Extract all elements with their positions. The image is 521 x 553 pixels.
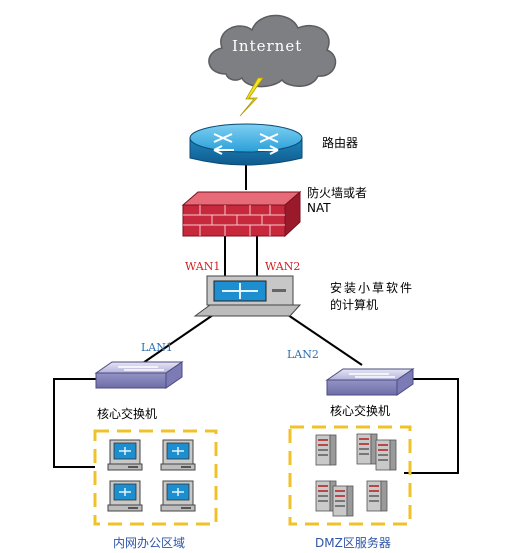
lan1-label: LAN1 bbox=[141, 341, 173, 354]
server-icon bbox=[356, 433, 378, 465]
office-pcs bbox=[107, 439, 196, 512]
computer-label-line1: 安装小草软件 bbox=[330, 281, 415, 295]
office-zone-label: 内网办公区域 bbox=[113, 536, 186, 550]
links bbox=[53, 162, 459, 474]
center-computer-icon bbox=[193, 275, 302, 317]
internet-label: Internet bbox=[232, 37, 303, 55]
pc-icon bbox=[107, 439, 143, 471]
left-switch-label: 核心交换机 bbox=[97, 407, 158, 421]
dmz-servers bbox=[315, 433, 397, 517]
router-label: 路由器 bbox=[322, 136, 359, 150]
server-icon bbox=[375, 439, 397, 471]
office-zone-border bbox=[93, 429, 218, 526]
dmz-zone-label: DMZ区服务器 bbox=[315, 536, 391, 550]
pc-icon bbox=[107, 480, 143, 512]
pc-icon bbox=[160, 480, 196, 512]
lan2-label: LAN2 bbox=[287, 348, 319, 361]
wan2-label: WAN2 bbox=[265, 260, 301, 273]
firewall-label-line1: 防火墙或者 bbox=[307, 186, 368, 200]
right-switch-icon bbox=[325, 368, 415, 396]
server-icon bbox=[332, 485, 354, 517]
dmz-zone-border bbox=[288, 425, 412, 526]
left-switch-icon bbox=[94, 361, 184, 389]
server-icon bbox=[315, 434, 337, 466]
lightning-icon bbox=[239, 77, 264, 117]
router-icon bbox=[189, 123, 303, 166]
server-icon bbox=[366, 480, 388, 512]
internet-cloud-icon bbox=[208, 14, 337, 88]
firewall-label-line2: NAT bbox=[307, 201, 331, 215]
right-switch-label: 核心交换机 bbox=[330, 404, 391, 418]
wan1-label: WAN1 bbox=[185, 260, 221, 273]
pc-icon bbox=[160, 439, 196, 471]
computer-label-line2: 的计算机 bbox=[330, 298, 379, 312]
firewall-icon bbox=[181, 190, 302, 238]
